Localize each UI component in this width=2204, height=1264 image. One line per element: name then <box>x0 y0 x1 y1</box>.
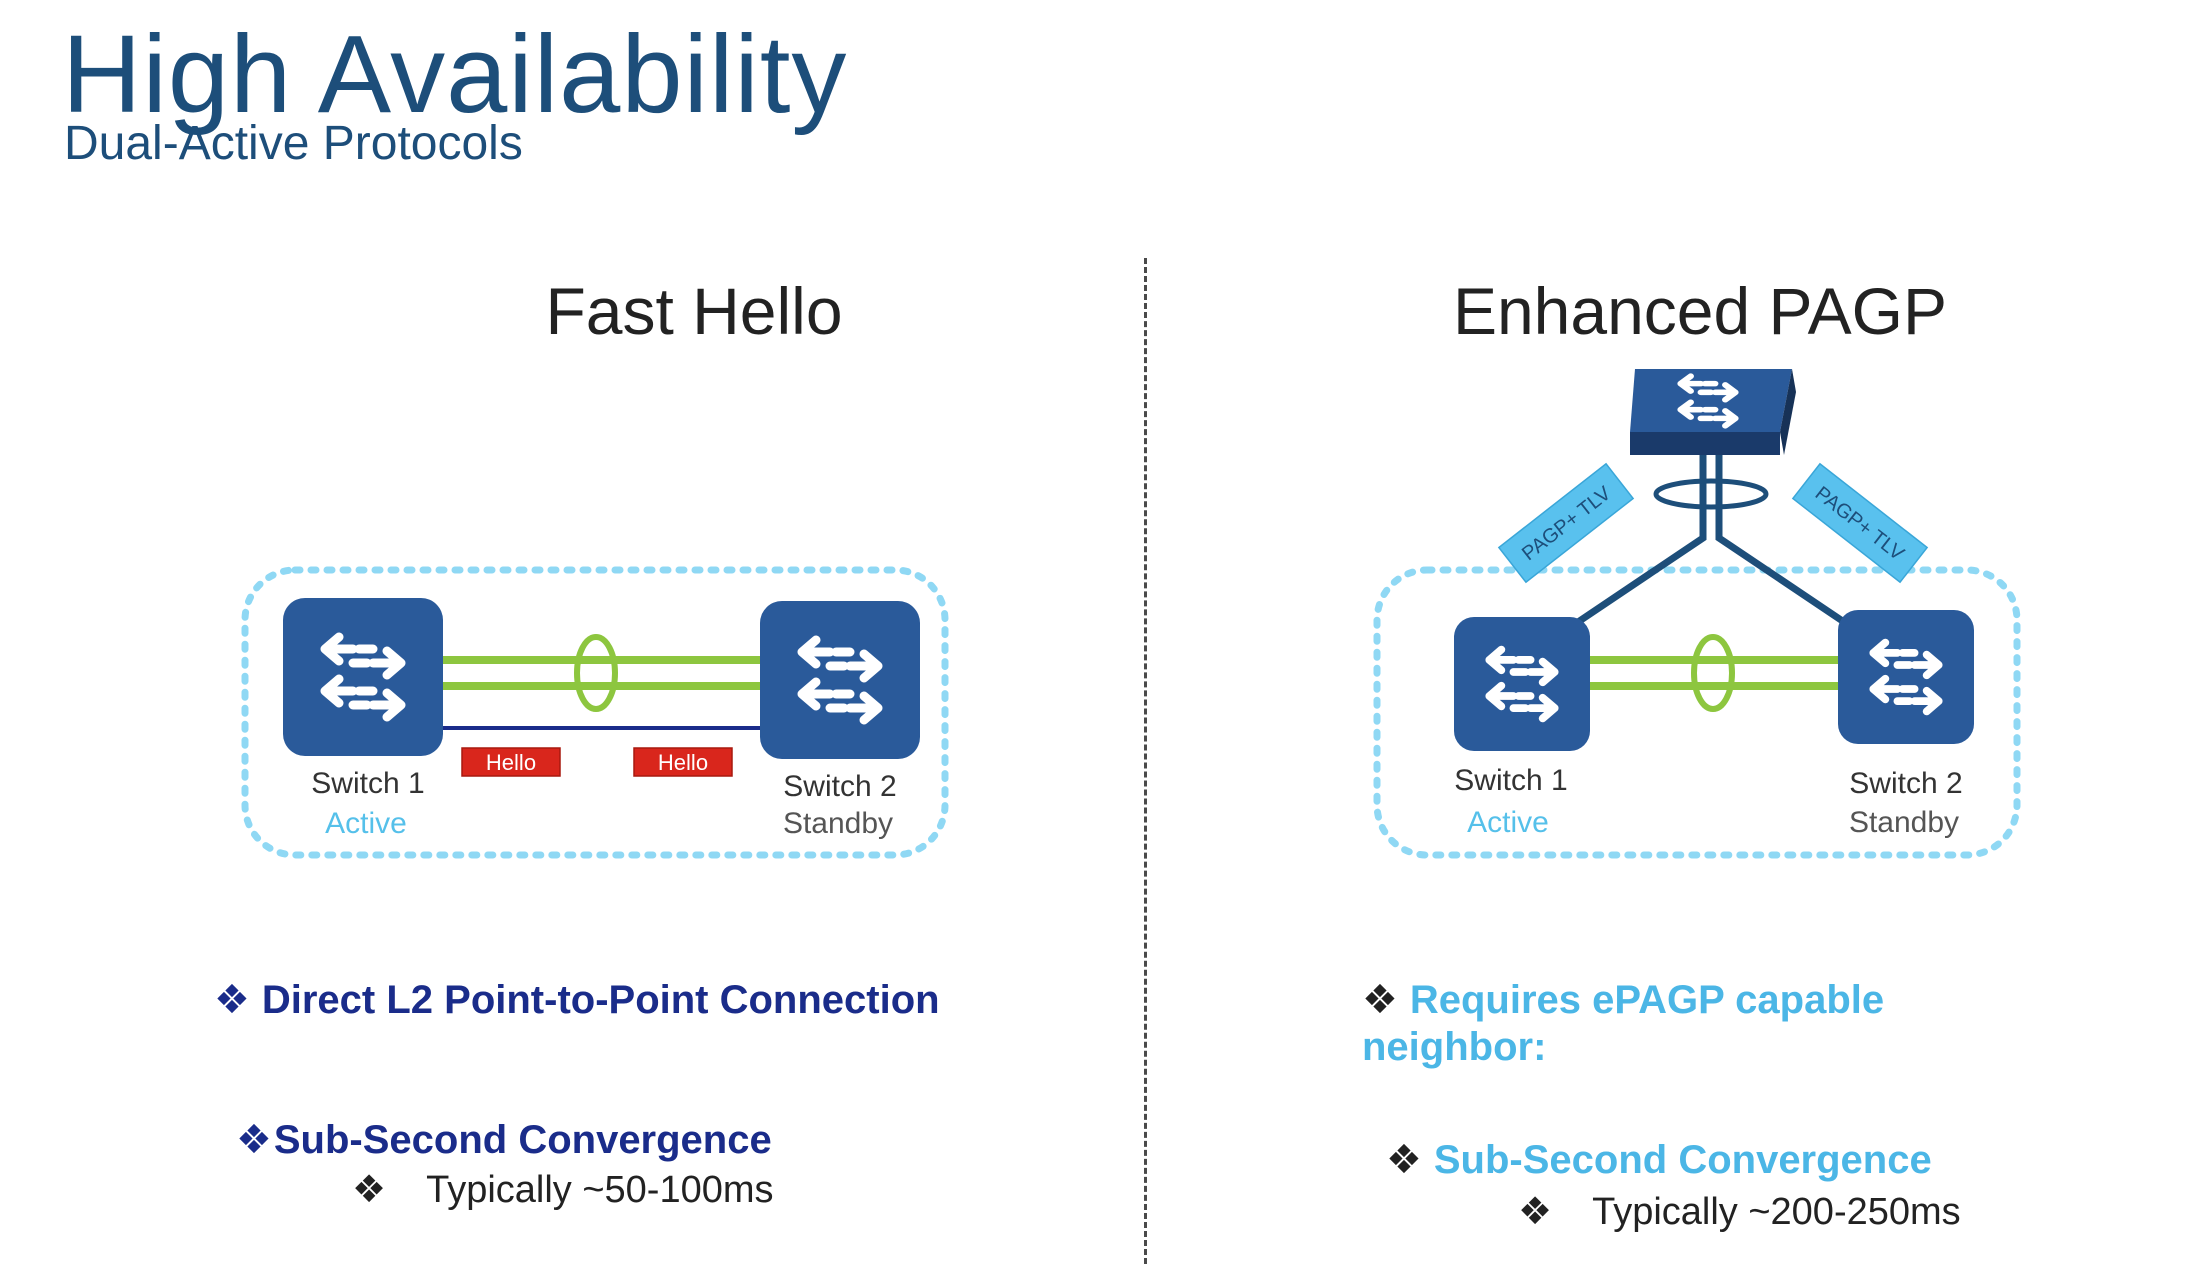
pagp-bullet-2: ❖Sub-Second Convergence <box>1386 1136 1932 1184</box>
svg-text:Hello: Hello <box>486 750 536 775</box>
pagp-link-bundle <box>1691 634 1735 712</box>
pagp-uplink-bundle <box>1653 478 1769 510</box>
diamond-bullet-icon: ❖ <box>1518 1191 1553 1233</box>
hello-packet-2: Hello <box>633 747 733 777</box>
pagp-switch2-state: Standby <box>1849 806 1959 839</box>
pagp-bullet-1-continuation: neighbor: <box>1362 1025 1547 1069</box>
bullet-text: Sub-Second Convergence <box>273 1118 772 1162</box>
fast-hello-diagram: Hello Hello Switch 1 Active Switch 2 Sta… <box>241 566 949 859</box>
enhanced-pagp-diagram: PAGP+ TLV PAGP+ TLV Switch 1 Active Swit… <box>1373 369 2021 859</box>
diamond-bullet-icon: ❖ <box>352 1169 387 1211</box>
pagp-bullet-1: ❖Requires ePAGP capable <box>1362 976 1884 1024</box>
page-subtitle: Dual-Active Protocols <box>64 117 523 170</box>
fast-hello-bullet-1: ❖Direct L2 Point-to-Point Connection <box>214 976 940 1024</box>
bullet-text: Sub-Second Convergence <box>1433 1138 1932 1182</box>
pagp-neighbor-switch <box>1630 369 1796 455</box>
section-divider <box>1144 258 1147 1264</box>
pagp-tlv-tag-left: PAGP+ TLV <box>1497 462 1635 584</box>
diamond-bullet-icon: ❖ <box>214 978 250 1022</box>
fast-hello-title: Fast Hello <box>545 274 843 348</box>
pagp-tlv-tag-right: PAGP+ TLV <box>1791 462 1929 584</box>
fast-hello-switch1 <box>283 598 443 756</box>
fast-hello-bullet-2: ❖Sub-Second Convergence <box>236 1116 772 1164</box>
fast-hello-boundary <box>241 566 949 859</box>
pagp-switch1 <box>1454 617 1590 751</box>
sub-bullet-text: Typically ~200-250ms <box>1592 1191 1961 1233</box>
sub-bullet-text: Typically ~50-100ms <box>426 1169 774 1211</box>
pagp-switch2-name: Switch 2 <box>1849 767 1962 800</box>
svg-text:Hello: Hello <box>658 750 708 775</box>
diamond-bullet-icon: ❖ <box>1362 978 1398 1022</box>
pagp-boundary <box>1373 566 2021 859</box>
page-title: High Availability <box>62 13 848 136</box>
diamond-bullet-icon: ❖ <box>1386 1138 1422 1182</box>
fast-switch1-name: Switch 1 <box>311 767 424 800</box>
fast-hello-sub-bullet: ❖ Typically ~50-100ms <box>352 1168 774 1214</box>
bullet-text: Requires ePAGP capable <box>1409 978 1885 1022</box>
pagp-switch2 <box>1838 610 1974 744</box>
pagp-switch1-state: Active <box>1467 806 1549 839</box>
hello-packet-1: Hello <box>461 747 561 777</box>
fast-switch2-name: Switch 2 <box>783 770 896 803</box>
fast-hello-link-bundle <box>574 634 618 712</box>
fast-switch2-state: Standby <box>783 807 893 840</box>
pagp-switch1-name: Switch 1 <box>1454 764 1567 797</box>
diamond-bullet-icon: ❖ <box>236 1118 272 1162</box>
fast-switch1-state: Active <box>325 807 407 840</box>
pagp-sub-bullet: ❖ Typically ~200-250ms <box>1518 1190 1961 1236</box>
bullet-text: Direct L2 Point-to-Point Connection <box>261 978 940 1022</box>
fast-hello-switch2 <box>760 601 920 759</box>
enhanced-pagp-title: Enhanced PAGP <box>1452 274 1948 348</box>
